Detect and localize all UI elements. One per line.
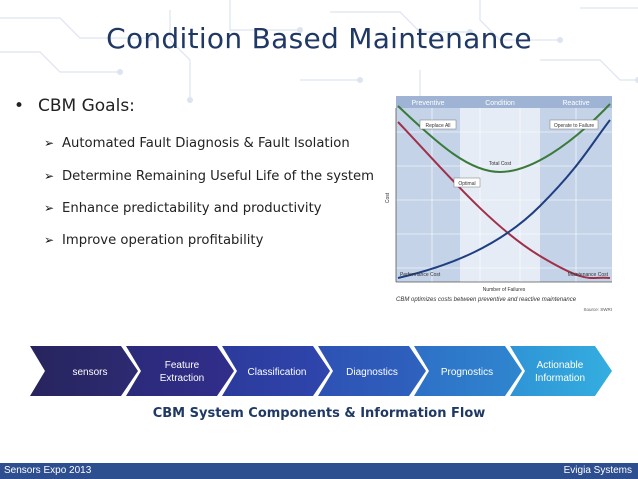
zone-condition bbox=[460, 96, 540, 282]
footer-event: Sensors Expo 2013 bbox=[4, 465, 92, 476]
flow-step-label: Classification bbox=[248, 367, 307, 378]
performance-cost-curve bbox=[397, 121, 611, 280]
flow-step-label: Feature bbox=[165, 360, 200, 371]
zone-label: Condition bbox=[485, 100, 515, 107]
performance-cost-label: Performance Cost bbox=[400, 272, 441, 278]
zone-label: Reactive bbox=[562, 100, 589, 107]
zone-header bbox=[396, 96, 612, 108]
flow-step-label: Extraction bbox=[160, 373, 204, 384]
y-axis-label: Cost bbox=[385, 192, 391, 203]
maintenance-cost-label: Maintenance Cost bbox=[568, 272, 609, 278]
flow-step-label: Information bbox=[535, 373, 585, 384]
flow-step-label: sensors bbox=[72, 367, 107, 378]
flow-step-actionable-information bbox=[510, 346, 612, 396]
goal-text: Determine Remaining Useful Life of the s… bbox=[62, 169, 374, 184]
arrow-bullet-icon: ➢ bbox=[44, 169, 55, 183]
zone-label: Preventive bbox=[411, 100, 444, 107]
operate-to-failure-label: Operate to Failure bbox=[554, 123, 595, 129]
optimal-label: Optimal bbox=[458, 181, 475, 187]
footer-company: Evigia Systems bbox=[563, 465, 632, 476]
bullet-icon: • bbox=[14, 96, 25, 116]
flow-step-sensors bbox=[30, 346, 138, 396]
total-cost-label: Total Cost bbox=[489, 161, 512, 167]
goal-text: Enhance predictability and productivity bbox=[62, 201, 322, 216]
goals-heading-text: CBM Goals: bbox=[38, 96, 135, 116]
total-cost-curve bbox=[397, 103, 611, 174]
arrow-bullet-icon: ➢ bbox=[44, 201, 55, 215]
chart-caption: CBM optimizes costs between preventive a… bbox=[396, 297, 577, 303]
cbm-cost-chart: Preventive Condition Reactive Cost Numbe… bbox=[385, 96, 612, 312]
goal-item: ➢ Determine Remaining Useful Life of the … bbox=[44, 169, 374, 184]
chart-source: Source: SWRI bbox=[583, 307, 612, 312]
goal-item: ➢ Enhance predictability and productivity bbox=[44, 201, 322, 216]
arrow-bullet-icon: ➢ bbox=[44, 233, 55, 247]
x-axis-label: Number of Failures bbox=[483, 287, 526, 293]
flow-step-feature-extraction bbox=[126, 346, 234, 396]
optimal-box bbox=[453, 177, 481, 188]
goal-text: Improve operation profitability bbox=[62, 233, 264, 248]
slide-title: Condition Based Maintenance bbox=[106, 22, 532, 55]
flow-step-diagnostics bbox=[318, 346, 426, 396]
goal-item: ➢ Improve operation profitability bbox=[44, 233, 263, 248]
replace-all-label: Replace All bbox=[425, 123, 450, 129]
arrow-bullet-icon: ➢ bbox=[44, 136, 55, 150]
replace-all-box bbox=[419, 119, 457, 130]
operate-to-failure-box bbox=[549, 119, 599, 130]
goals-heading: • CBM Goals: bbox=[14, 96, 135, 116]
goal-item: ➢ Automated Fault Diagnosis & Fault Isola… bbox=[44, 136, 350, 151]
flow-caption: CBM System Components & Information Flow bbox=[152, 406, 486, 421]
flow-step-classification bbox=[222, 346, 330, 396]
flow-step-prognostics bbox=[414, 346, 522, 396]
cbm-flow: sensors Feature Extraction Classificatio… bbox=[30, 346, 612, 396]
flow-step-label: Actionable bbox=[537, 360, 584, 371]
goal-text: Automated Fault Diagnosis & Fault Isolat… bbox=[62, 136, 350, 151]
cbm-cost-figure: Preventive Condition Reactive Cost Numbe… bbox=[380, 86, 618, 316]
flow-step-label: Prognostics bbox=[441, 367, 493, 378]
maintenance-cost-curve bbox=[397, 119, 611, 279]
footer-bar: Sensors Expo 2013 Evigia Systems bbox=[0, 463, 638, 479]
flow-step-label: Diagnostics bbox=[346, 367, 398, 378]
